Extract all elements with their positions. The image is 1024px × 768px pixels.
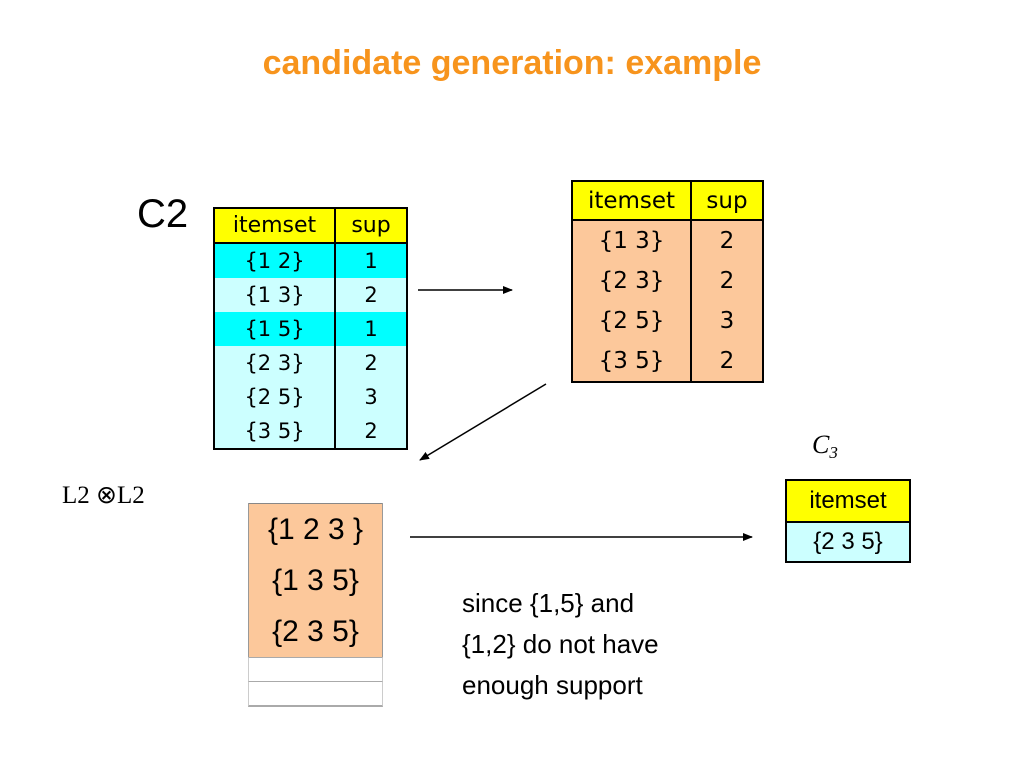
itemset-cell: {3 5} bbox=[572, 341, 692, 382]
table-row: {1 3} 2 bbox=[214, 278, 407, 312]
itemset-cell: {2 3} bbox=[214, 346, 336, 380]
c2-header-row: itemset sup bbox=[214, 208, 407, 244]
note-line: enough support bbox=[462, 670, 643, 700]
itemset-cell: {2 5} bbox=[214, 380, 336, 414]
table-row: {1 3} 2 bbox=[572, 220, 763, 261]
l2-header-itemset: itemset bbox=[572, 181, 692, 221]
sup-cell: 2 bbox=[335, 278, 407, 312]
empty-row bbox=[248, 657, 383, 681]
itemset-cell: {1 5} bbox=[214, 312, 336, 346]
table-row: {2 3} 2 bbox=[214, 346, 407, 380]
sup-cell: 3 bbox=[691, 301, 763, 341]
join-left-operand: L2 bbox=[62, 482, 90, 509]
list-item: {1 2 3 } bbox=[249, 503, 382, 555]
c3-header-row: itemset bbox=[786, 480, 910, 523]
c3-label-subscript: 3 bbox=[829, 443, 838, 462]
l2-header-row: itemset sup bbox=[572, 181, 763, 221]
note-line: since {1,5} and bbox=[462, 588, 635, 618]
itemset-cell: {2 5} bbox=[572, 301, 692, 341]
list-item: {2 3 5} bbox=[249, 606, 382, 657]
table-row: {2 5} 3 bbox=[214, 380, 407, 414]
list-item: {1 3 5} bbox=[249, 555, 382, 606]
l2-to-join-arrow bbox=[419, 383, 547, 461]
join-label: L2 ⊗L2 bbox=[62, 480, 145, 510]
table-row: {2 3} 2 bbox=[572, 261, 763, 301]
c3-table: itemset {2 3 5} bbox=[785, 479, 911, 563]
itemset-cell: {1 3} bbox=[214, 278, 336, 312]
c2-table: itemset sup {1 2} 1 {1 3} 2 {1 5} 1 {2 3… bbox=[213, 207, 408, 450]
c3-label: C3 bbox=[812, 430, 838, 463]
itemset-cell: {2 3 5} bbox=[786, 522, 910, 562]
pruning-note: since {1,5} and {1,2} do not have enough… bbox=[462, 583, 742, 706]
c2-header-sup: sup bbox=[335, 208, 407, 244]
itemset-cell: {3 5} bbox=[214, 414, 336, 449]
join-result-table: {1 2 3 } {1 3 5} {2 3 5} bbox=[248, 503, 383, 707]
join-operator-icon: ⊗ bbox=[96, 482, 117, 509]
itemset-cell: {2 3} bbox=[572, 261, 692, 301]
table-row: {2 3 5} bbox=[786, 522, 910, 562]
sup-cell: 2 bbox=[335, 414, 407, 449]
sup-cell: 1 bbox=[335, 312, 407, 346]
join-result-body: {1 2 3 } {1 3 5} {2 3 5} bbox=[248, 503, 383, 657]
sup-cell: 2 bbox=[691, 261, 763, 301]
c2-header-itemset: itemset bbox=[214, 208, 336, 244]
l2-header-sup: sup bbox=[691, 181, 763, 221]
sup-cell: 1 bbox=[335, 243, 407, 278]
table-row: {1 2} 1 bbox=[214, 243, 407, 278]
l2-table: itemset sup {1 3} 2 {2 3} 2 {2 5} 3 {3 5… bbox=[571, 180, 764, 383]
itemset-cell: {1 3} bbox=[572, 220, 692, 261]
sup-cell: 3 bbox=[335, 380, 407, 414]
itemset-cell: {1 2} bbox=[214, 243, 336, 278]
empty-row bbox=[248, 681, 383, 707]
table-row: {1 5} 1 bbox=[214, 312, 407, 346]
join-right-operand: L2 bbox=[116, 482, 145, 509]
c3-label-base: C bbox=[812, 430, 830, 459]
table-row: {3 5} 2 bbox=[214, 414, 407, 449]
c2-label: C2 bbox=[137, 192, 189, 236]
table-row: {3 5} 2 bbox=[572, 341, 763, 382]
c3-header-itemset: itemset bbox=[786, 480, 910, 523]
table-row: {2 5} 3 bbox=[572, 301, 763, 341]
sup-cell: 2 bbox=[691, 220, 763, 261]
slide-title: candidate generation: example bbox=[262, 44, 762, 82]
sup-cell: 2 bbox=[335, 346, 407, 380]
sup-cell: 2 bbox=[691, 341, 763, 382]
note-line: {1,2} do not have bbox=[462, 629, 659, 659]
